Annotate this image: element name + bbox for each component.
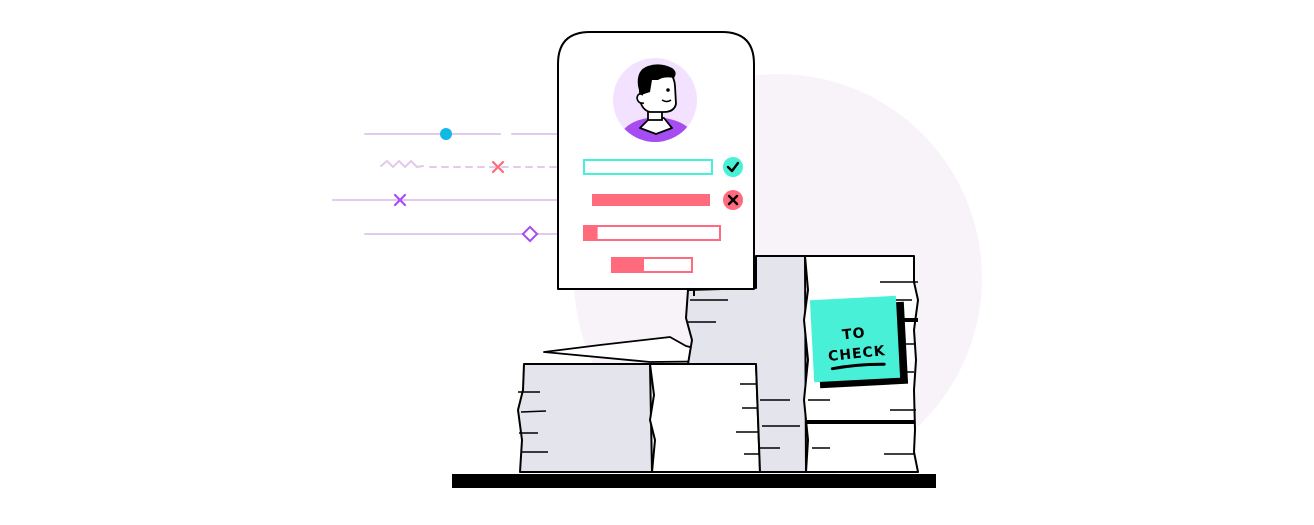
close-icon — [723, 190, 743, 210]
track-3 — [332, 193, 559, 207]
diamond-icon — [521, 225, 539, 243]
status-row-partial-2 — [611, 257, 693, 273]
progress-tracks — [332, 128, 559, 243]
status-bar — [583, 225, 721, 241]
x-icon — [491, 160, 505, 174]
profile-card — [557, 31, 755, 290]
status-bar-fill — [584, 226, 598, 240]
male-avatar-icon — [613, 58, 697, 142]
status-bar-fill — [612, 258, 644, 272]
status-bar — [583, 159, 713, 175]
track-4 — [364, 225, 559, 243]
status-row-rejected — [592, 190, 743, 210]
status-bar — [592, 194, 710, 206]
x-icon — [393, 193, 407, 207]
check-icon — [723, 157, 743, 177]
sticky-note-line2: CHECK — [827, 343, 886, 365]
paper-stack-middle — [685, 255, 807, 473]
dot-icon — [440, 128, 452, 140]
track-2 — [380, 159, 559, 174]
status-row-approved — [583, 157, 743, 177]
floor-bar — [452, 474, 936, 488]
status-row-partial-1 — [583, 225, 721, 241]
paper-stack-left — [517, 336, 761, 473]
track-1 — [364, 128, 559, 140]
sticky-note-line1: TO — [841, 325, 866, 343]
sticky-note: TO CHECK — [809, 295, 909, 389]
